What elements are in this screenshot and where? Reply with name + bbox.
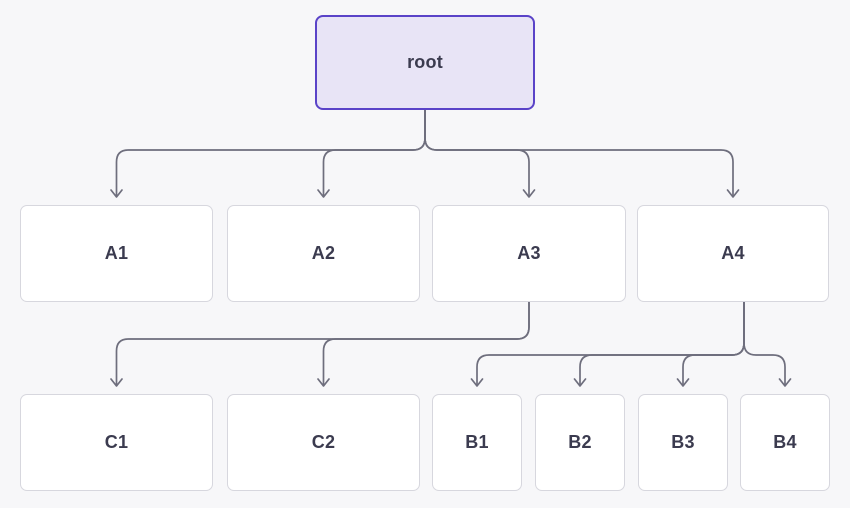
node-b3[interactable]: B3 <box>638 394 728 491</box>
arrowhead-icon-c2 <box>317 378 330 387</box>
node-c2[interactable]: C2 <box>227 394 420 491</box>
node-c1[interactable]: C1 <box>20 394 213 491</box>
node-label-a1: A1 <box>104 243 129 263</box>
edge-root-a2 <box>322 109 426 197</box>
node-label-b1: B1 <box>465 432 489 452</box>
edge-a3-c1 <box>115 301 530 386</box>
node-label-a3: A3 <box>517 243 541 263</box>
node-label-root: root <box>407 52 443 72</box>
arrowhead-icon-b2 <box>573 378 587 387</box>
edge-root-a1 <box>115 109 426 197</box>
node-b1[interactable]: B1 <box>432 394 522 491</box>
edge-a4-b2 <box>579 301 745 386</box>
node-root[interactable]: root <box>315 15 535 110</box>
edge-a3-c2 <box>322 301 530 386</box>
edge-root-a4 <box>424 109 734 197</box>
node-a3[interactable]: A3 <box>432 205 626 302</box>
edge-a4-b1 <box>476 301 745 386</box>
arrowhead-icon-b3 <box>676 378 690 387</box>
edge-a4-b3 <box>682 301 745 386</box>
edge-root-a3 <box>424 109 530 197</box>
node-label-b2: B2 <box>568 432 592 452</box>
node-a4[interactable]: A4 <box>637 205 829 302</box>
arrowhead-icon-a1 <box>110 189 123 198</box>
arrowhead-icon-b4 <box>778 378 792 387</box>
arrowhead-icon-a3 <box>522 189 536 198</box>
arrowhead-icon-c1 <box>110 378 123 387</box>
node-label-a2: A2 <box>311 243 336 263</box>
node-label-b4: B4 <box>773 432 797 452</box>
node-a1[interactable]: A1 <box>20 205 213 302</box>
node-label-c1: C1 <box>104 432 129 452</box>
node-a2[interactable]: A2 <box>227 205 420 302</box>
node-label-b3: B3 <box>671 432 695 452</box>
arrowhead-icon-b1 <box>470 378 484 387</box>
arrowhead-icon-a2 <box>317 189 330 198</box>
node-b4[interactable]: B4 <box>740 394 830 491</box>
node-label-c2: C2 <box>311 432 336 452</box>
node-b2[interactable]: B2 <box>535 394 625 491</box>
node-label-a4: A4 <box>721 243 745 263</box>
edge-a4-b4 <box>743 301 786 386</box>
arrowhead-icon-a4 <box>726 189 740 198</box>
